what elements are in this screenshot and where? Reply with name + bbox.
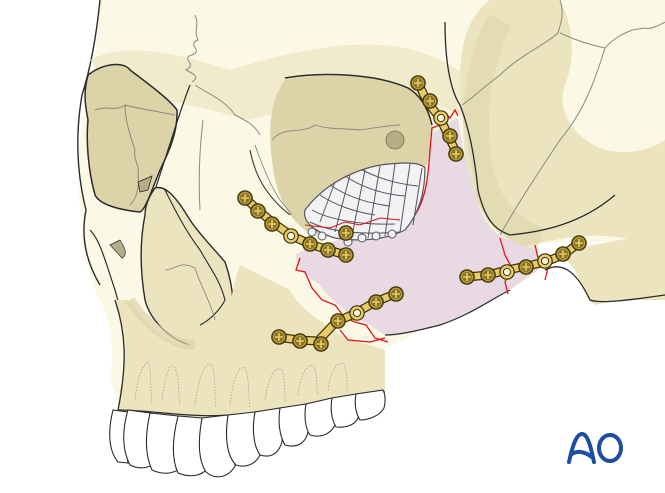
temporal-region xyxy=(444,0,665,305)
maxilla xyxy=(114,265,386,418)
orbital-mesh-implant xyxy=(304,162,426,247)
zygomatic-arch-plate xyxy=(458,235,588,286)
infraorbital-rim-plate xyxy=(237,190,355,264)
ao-logo: AO xyxy=(566,430,623,464)
frontozygomatic-plate xyxy=(409,75,465,162)
nasal-region xyxy=(89,84,261,381)
upper-teeth xyxy=(109,389,386,478)
zygomaticomaxillary-buttress-plate xyxy=(270,285,405,353)
ao-logo-text: AO xyxy=(566,430,589,434)
